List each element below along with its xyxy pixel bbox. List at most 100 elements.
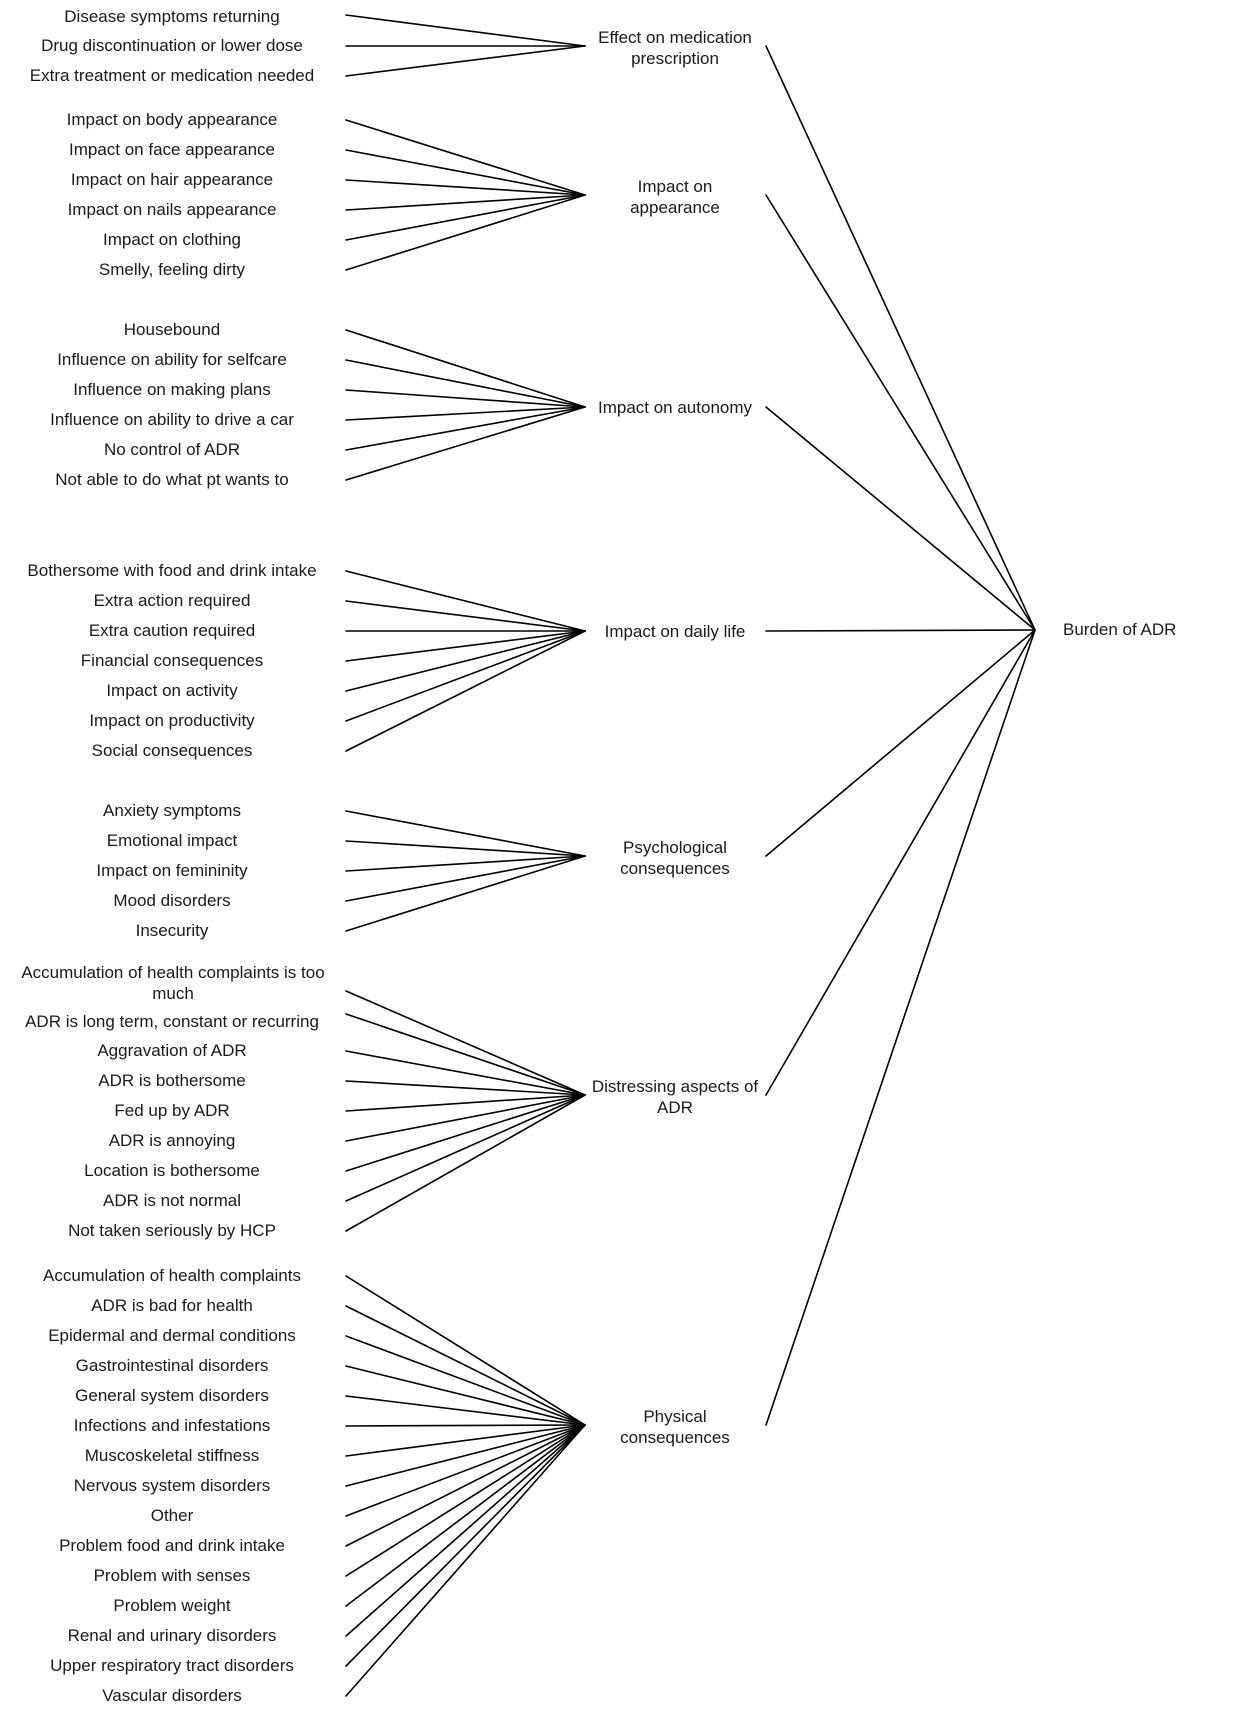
category-label-line: appearance — [630, 198, 720, 217]
item-label: Not able to do what pt wants to — [55, 470, 289, 489]
category-label-line: Distressing aspects of — [591, 1077, 759, 1096]
item-label: No control of ADR — [103, 440, 241, 459]
connector-line — [345, 855, 586, 902]
item-label: Impact on activity — [106, 681, 238, 700]
item-label: Mood disorders — [113, 891, 231, 910]
item-label: Other — [150, 1506, 194, 1525]
connector-line — [345, 1365, 586, 1426]
connector-line — [345, 1424, 586, 1697]
item-label: Extra action required — [93, 591, 251, 610]
connector-line — [345, 1424, 586, 1577]
connector-line — [345, 194, 586, 271]
item-label: Anxiety symptoms — [103, 801, 241, 820]
category-label: Impact on daily life — [580, 621, 770, 642]
connector-line — [345, 840, 586, 857]
category-label-line: Impact on daily life — [604, 621, 746, 641]
item-label: Emotional impact — [106, 831, 238, 850]
connector-line — [345, 14, 586, 47]
connector-line — [345, 1424, 586, 1457]
item-label: Bothersome with food and drink intake — [27, 561, 317, 580]
item-label: Problem weight — [113, 1596, 231, 1615]
connector-line — [345, 1094, 586, 1202]
item-label: Aggravation of ADR — [97, 1041, 247, 1060]
item-label: Influence on ability for selfcare — [57, 350, 287, 369]
connector-line — [345, 1080, 586, 1096]
item-label: Extra treatment or medication needed — [29, 66, 315, 85]
category-label-line: Impact on autonomy — [597, 397, 753, 417]
item-label: Insecurity — [135, 921, 209, 940]
item-label: Problem with senses — [93, 1566, 251, 1585]
item-label: Infections and infestations — [73, 1416, 271, 1435]
connector-line — [345, 1424, 586, 1427]
category-to-root-line — [765, 45, 1036, 631]
item-label: Fed up by ADR — [114, 1101, 230, 1120]
connector-line — [345, 630, 586, 752]
item-label: Influence on making plans — [73, 380, 271, 399]
item-label: Impact on hair appearance — [70, 170, 274, 189]
connector-line — [345, 1424, 586, 1667]
category-label-line: Psychological — [623, 838, 727, 857]
category-label-line: ADR — [657, 1098, 693, 1117]
item-label: Nervous system disorders — [73, 1476, 271, 1495]
connector-line — [345, 45, 586, 77]
connector-line — [345, 179, 586, 196]
category-to-root-line — [765, 194, 1036, 631]
connector-line — [345, 1275, 586, 1426]
connector-line — [345, 1305, 586, 1426]
item-label: ADR is bothersome — [98, 1071, 246, 1090]
item-label: ADR is not normal — [103, 1191, 241, 1210]
item-label: Accumulation of health complaints is too… — [21, 963, 325, 1003]
category-label-line: consequences — [620, 1428, 730, 1447]
connector-line — [345, 1094, 586, 1142]
category-label: Distressing aspects of ADR — [580, 1076, 770, 1118]
item-label: Impact on body appearance — [66, 110, 278, 129]
connector-line — [345, 1013, 586, 1096]
item-label: Upper respiratory tract disorders — [50, 1656, 294, 1675]
item-label: Financial consequences — [80, 651, 264, 670]
category-to-root-line — [765, 406, 1036, 631]
connector-line — [345, 359, 586, 408]
category-label-line: Impact on — [637, 177, 713, 196]
item-label: Social consequences — [91, 741, 253, 760]
item-label: Influence on ability to drive a car — [50, 410, 294, 429]
connector-line — [345, 630, 586, 692]
connector-line — [345, 1424, 586, 1607]
connector-line — [345, 630, 586, 722]
item-label: Drug discontinuation or lower dose — [41, 36, 303, 55]
item-label: Not taken seriously by HCP — [68, 1221, 276, 1240]
item-label: Epidermal and dermal conditions — [48, 1326, 296, 1345]
item-label: General system disorders — [75, 1386, 269, 1405]
connector-line — [345, 329, 586, 408]
item-label: ADR is bad for health — [91, 1296, 253, 1315]
connector-line — [345, 119, 586, 196]
connector-line — [345, 194, 586, 211]
item-label: Muscoskeletal stiffness — [84, 1446, 260, 1465]
category-to-root-line — [765, 629, 1036, 857]
connector-line — [345, 600, 586, 632]
item-label: Gastrointestinal disorders — [75, 1356, 269, 1375]
connector-line — [345, 194, 586, 241]
connector-line — [345, 1050, 586, 1096]
connector-line — [345, 1424, 586, 1487]
root-label: Burden of ADR — [1063, 620, 1177, 639]
item-label: ADR is annoying — [108, 1131, 236, 1150]
connector-line — [345, 1395, 586, 1426]
connector-line — [345, 1424, 586, 1547]
connector-line — [345, 630, 586, 662]
item-label: Impact on face appearance — [68, 140, 276, 159]
connector-line — [345, 1335, 586, 1426]
connector-line — [345, 149, 586, 196]
category-label: Impact on appearance — [580, 176, 770, 218]
connector-line — [345, 1094, 586, 1172]
item-label: Smelly, feeling dirty — [98, 260, 246, 279]
connector-line — [345, 855, 586, 932]
item-label: Vascular disorders — [102, 1686, 242, 1705]
connector-line — [345, 1094, 586, 1112]
connector-line — [345, 810, 586, 857]
item-label: Location is bothersome — [84, 1161, 260, 1180]
connector-line — [345, 1424, 586, 1517]
